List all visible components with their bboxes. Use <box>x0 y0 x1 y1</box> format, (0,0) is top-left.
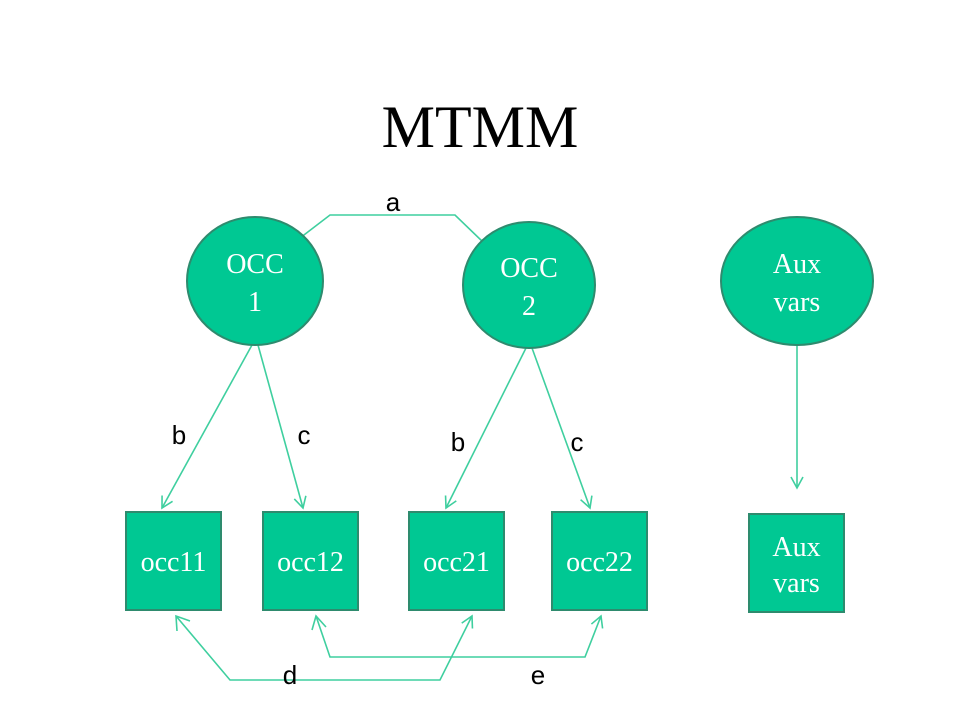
latent-node-occ2: OCC 2 <box>462 221 596 349</box>
arrowhead-d-left <box>175 614 191 632</box>
latent-node-occ2-line1: OCC <box>500 253 558 284</box>
latent-node-occ1: OCC 1 <box>186 216 324 346</box>
loading-edge-occ1-occ11 <box>161 344 253 510</box>
edge-label-b-occ2: b <box>451 427 465 457</box>
error-correlation-edge-d <box>175 614 474 681</box>
arrowhead-e-left <box>311 614 327 631</box>
observed-node-aux-line2: vars <box>773 568 820 599</box>
latent-node-aux: Aux vars <box>720 216 874 346</box>
correlation-edge-a <box>299 214 485 244</box>
observed-node-aux-line1: Aux <box>772 532 820 563</box>
edge-label-c-occ2: c <box>571 427 584 457</box>
observed-node-occ21-label: occ21 <box>423 547 490 578</box>
observed-node-occ12-label: occ12 <box>277 547 344 578</box>
edge-label-e: e <box>531 660 545 690</box>
page-title: MTMM <box>382 94 579 160</box>
loading-edge-occ2-occ22 <box>531 347 593 510</box>
latent-node-occ1-line2: 1 <box>248 287 262 318</box>
observed-node-occ12: occ12 <box>262 511 359 611</box>
error-correlation-edge-e <box>315 614 604 658</box>
observed-node-occ22: occ22 <box>551 511 648 611</box>
observed-node-occ22-label: occ22 <box>566 547 633 578</box>
latent-node-aux-line2: vars <box>774 287 821 318</box>
loading-edge-occ2-occ21 <box>444 347 527 510</box>
latent-node-occ1-line1: OCC <box>226 249 284 280</box>
edge-label-d: d <box>283 660 297 690</box>
loading-edge-occ1-occ12 <box>257 344 307 510</box>
latent-node-occ2-line2: 2 <box>522 291 536 322</box>
observed-node-occ21: occ21 <box>408 511 505 611</box>
edge-label-b-occ1: b <box>172 420 186 450</box>
latent-node-aux-line1: Aux <box>773 249 821 280</box>
observed-node-occ11-label: occ11 <box>141 547 207 578</box>
observed-node-aux: Aux vars <box>748 513 845 613</box>
observed-node-occ11: occ11 <box>125 511 222 611</box>
edge-label-c-occ1: c <box>298 420 311 450</box>
edge-label-a: a <box>386 187 401 217</box>
